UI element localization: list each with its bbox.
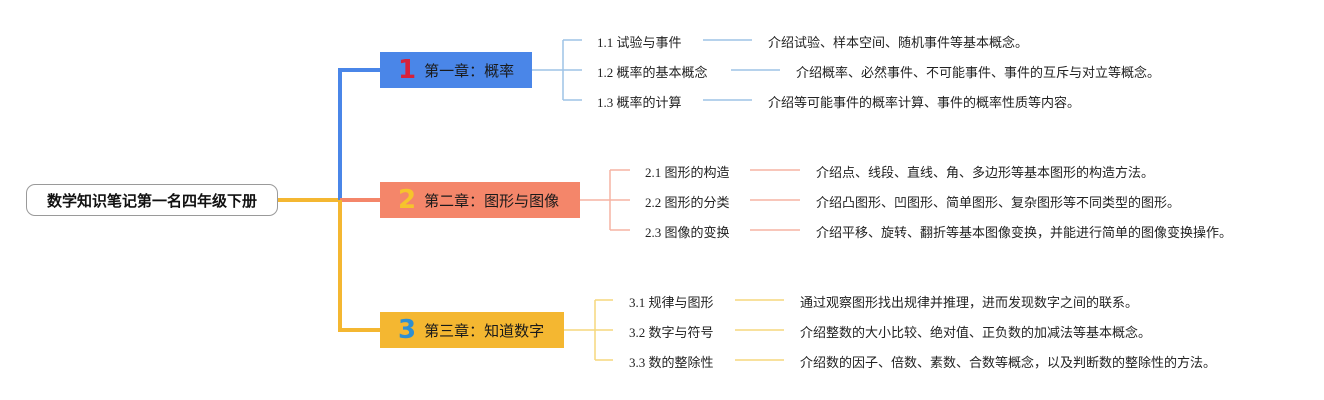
section-label[interactable]: 1.3 概率的计算	[597, 95, 682, 110]
section-description[interactable]: 介绍平移、旋转、翻折等基本图像变换，并能进行简单的图像变换操作。	[816, 226, 1233, 241]
section-description[interactable]: 介绍点、线段、直线、角、多边形等基本图形的构造方法。	[816, 166, 1155, 181]
section-description[interactable]: 介绍等可能事件的概率计算、事件的概率性质等内容。	[768, 96, 1081, 111]
section-label[interactable]: 3.3 数的整除性	[629, 355, 714, 370]
section-label[interactable]: 1.2 概率的基本概念	[597, 65, 708, 80]
chapter-number-icon: 3	[398, 315, 417, 345]
section-label[interactable]: 2.3 图像的变换	[645, 225, 730, 240]
section-label[interactable]: 2.1 图形的构造	[645, 165, 730, 180]
section-description[interactable]: 介绍凸图形、凹图形、简单图形、复杂图形等不同类型的图形。	[816, 196, 1181, 211]
root-node[interactable]: 数学知识笔记第一名四年级下册	[26, 184, 278, 216]
chapter-title: 第三章：知道数字	[424, 321, 545, 340]
section-description[interactable]: 通过观察图形找出规律并推理，进而发现数字之间的联系。	[800, 296, 1139, 311]
section-label[interactable]: 1.1 试验与事件	[597, 35, 682, 50]
section-description[interactable]: 介绍数的因子、倍数、素数、合数等概念，以及判断数的整除性的方法。	[800, 356, 1217, 371]
chapter-node-2[interactable]: 2 第二章：图形与图像	[380, 182, 580, 218]
chapter-number-icon: 1	[398, 55, 417, 85]
section-description[interactable]: 介绍概率、必然事件、不可能事件、事件的互斥与对立等概念。	[796, 66, 1161, 81]
section-label[interactable]: 2.2 图形的分类	[645, 195, 730, 210]
section-description[interactable]: 介绍试验、样本空间、随机事件等基本概念。	[768, 36, 1029, 51]
section-label[interactable]: 3.1 规律与图形	[629, 295, 714, 310]
section-description[interactable]: 介绍整数的大小比较、绝对值、正负数的加减法等基本概念。	[800, 326, 1152, 341]
chapter-number-icon: 2	[398, 185, 417, 215]
section-label[interactable]: 3.2 数字与符号	[629, 325, 714, 340]
chapter-node-3[interactable]: 3 第三章：知道数字	[380, 312, 564, 348]
chapter-title: 第一章：概率	[424, 61, 515, 80]
chapter-node-1[interactable]: 1 第一章：概率	[380, 52, 532, 88]
chapter-title: 第二章：图形与图像	[424, 191, 560, 210]
